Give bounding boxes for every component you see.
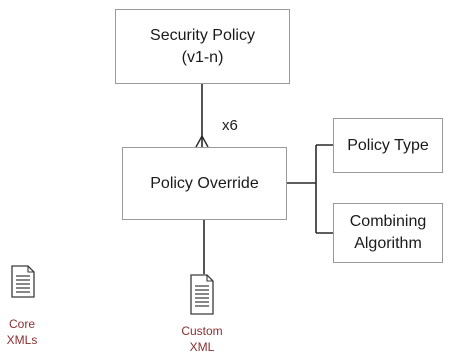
core-xmls-line1: Core: [8, 317, 35, 331]
custom-xml-line2: XML: [189, 340, 215, 354]
security-policy-title: Security Policy: [150, 26, 255, 44]
policy-override-box: Policy Override: [122, 147, 287, 220]
policy-override-title: Policy Override: [150, 174, 259, 192]
combining-algorithm-line1: Combining: [349, 213, 427, 230]
security-policy-box: Security Policy (v1-n): [115, 9, 290, 84]
custom-xml-label: Custom XML: [170, 323, 234, 355]
crows-foot-marker: [195, 134, 209, 148]
multiplicity-label: x6: [222, 117, 238, 134]
document-icon: [11, 265, 35, 298]
security-policy-version: (v1-n): [181, 48, 224, 66]
policy-type-title: Policy Type: [347, 136, 429, 154]
policy-type-box: Policy Type: [333, 118, 443, 173]
combining-algorithm-line2: Algorithm: [354, 235, 422, 252]
core-xmls-label: Core XMLs: [2, 316, 42, 348]
custom-xml-line1: Custom: [181, 324, 223, 338]
core-xmls-line2: XMLs: [6, 333, 38, 347]
document-icon: [190, 274, 214, 315]
combining-algorithm-box: Combining Algorithm: [333, 203, 443, 263]
